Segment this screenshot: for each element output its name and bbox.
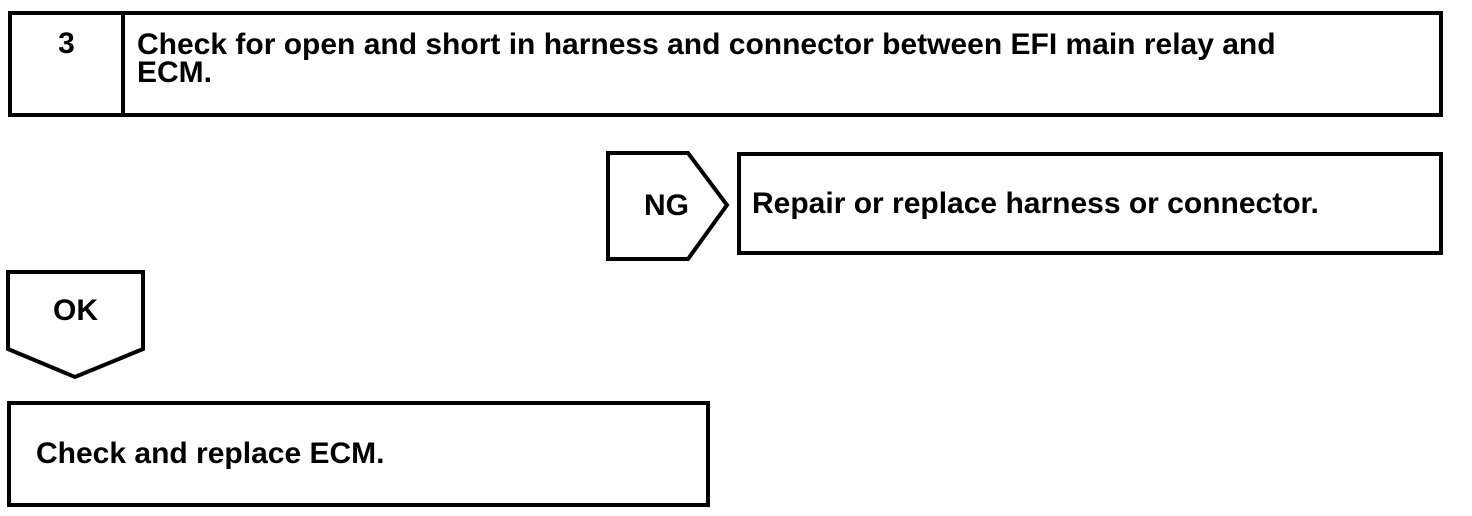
ng-connector: NG [606,151,731,261]
ng-action-box: Repair or replace harness or connector. [737,152,1443,255]
step-instruction-line2: ECM. [137,56,212,89]
step-number-cell: 3 [12,15,125,113]
ng-label: NG [644,189,689,222]
ng-action-text: Repair or replace harness or connector. [752,186,1319,220]
ok-label: OK [53,293,98,327]
step-box: 3 Check for open and short in harness an… [8,11,1443,117]
ok-action-text: Check and replace ECM. [36,437,385,470]
ok-connector: OK [6,270,147,381]
ng-arrow-shape [606,151,730,261]
step-instruction-line1: Check for open and short in harness and … [137,28,1276,61]
step-instruction: Check for open and short in harness and … [125,15,1439,113]
ok-arrow-shape [6,270,145,380]
ok-action-box: Check and replace ECM. [7,401,710,507]
step-number: 3 [58,27,75,60]
